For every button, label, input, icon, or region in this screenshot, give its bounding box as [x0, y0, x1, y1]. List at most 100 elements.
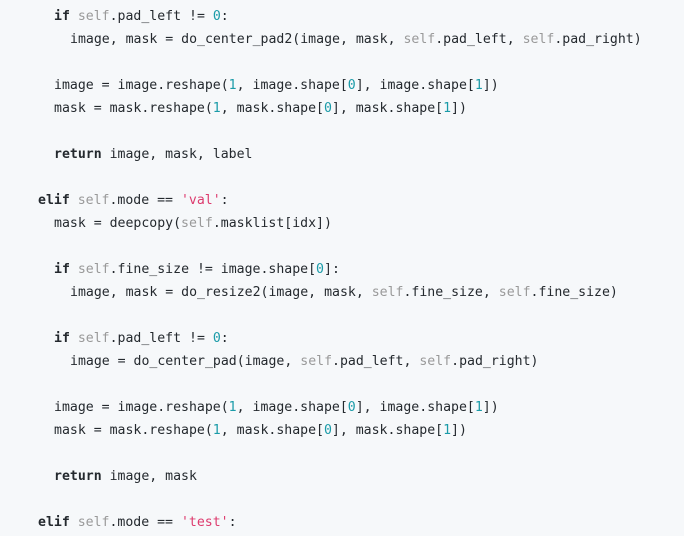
- code-number: 0: [323, 101, 332, 116]
- code-line: image = do_center_pad(image, self.pad_le…: [0, 350, 642, 373]
- code-text: ]:: [324, 262, 340, 277]
- code-number: 0: [316, 262, 324, 277]
- code-self: self: [300, 354, 333, 369]
- code-text: ]): [482, 400, 499, 415]
- code-text: , image.shape[: [236, 400, 348, 415]
- code-number: 1: [474, 400, 483, 415]
- code-line: return image, mask, label: [0, 143, 642, 166]
- code-text: , mask.shape[: [220, 101, 324, 116]
- code-text: .pad_right): [554, 32, 642, 47]
- code-line: [0, 166, 642, 189]
- code-number: 0: [347, 400, 356, 415]
- code-text: mask = mask.reshape(: [54, 101, 213, 116]
- code-text: .pad_left,: [435, 32, 523, 47]
- code-text: .fine_size,: [403, 285, 499, 300]
- code-number: 1: [474, 78, 483, 93]
- code-keyword: return: [54, 469, 102, 484]
- code-text: :: [220, 331, 229, 346]
- code-keyword: elif: [38, 193, 70, 208]
- code-self: self: [77, 262, 110, 277]
- code-line: image = image.reshape(1, image.shape[0],…: [0, 396, 642, 419]
- code-line: mask = mask.reshape(1, mask.shape[0], ma…: [0, 419, 642, 442]
- code-self: self: [181, 216, 213, 231]
- code-number: 1: [212, 101, 221, 116]
- code-text: , image.shape[: [236, 78, 348, 93]
- code-line: [0, 120, 642, 143]
- code-number: 0: [347, 78, 356, 93]
- code-text: .mode ==: [109, 193, 181, 208]
- code-block[interactable]: if self.pad_left != 0:image, mask = do_c…: [0, 5, 642, 534]
- code-self: self: [522, 32, 555, 47]
- code-line: if self.pad_left != 0:: [0, 327, 642, 350]
- code-line: [0, 235, 642, 258]
- code-self: self: [77, 193, 110, 208]
- code-text: [70, 193, 78, 208]
- code-self: self: [77, 9, 110, 24]
- code-text: [70, 262, 78, 277]
- code-number: 0: [323, 423, 332, 438]
- code-line: return image, mask: [0, 465, 642, 488]
- code-text: .fine_size != image.shape[: [109, 262, 317, 277]
- code-keyword: if: [54, 9, 70, 24]
- code-line: image = image.reshape( 1 , image.shape[0],…: [0, 74, 642, 97]
- code-line: [0, 442, 642, 465]
- code-line: [0, 488, 642, 511]
- code-text: image, mask, label: [101, 147, 253, 162]
- code-text: .pad_right): [451, 354, 539, 369]
- code-string: 'test': [180, 515, 229, 530]
- code-text: .mode ==: [109, 515, 181, 530]
- code-self: self: [419, 354, 452, 369]
- code-number: 1: [443, 101, 452, 116]
- code-line: image, mask = do_resize2(image, mask, se…: [0, 281, 642, 304]
- code-text: ]): [451, 101, 467, 116]
- code-text: .pad_left !=: [109, 331, 213, 346]
- code-text: :: [228, 515, 237, 530]
- code-number: 0: [212, 9, 221, 24]
- code-text: , mask.shape[: [220, 423, 324, 438]
- code-text: [70, 515, 78, 530]
- code-line: [0, 304, 642, 327]
- code-number: 0: [212, 331, 221, 346]
- code-text: image = do_center_pad(image,: [70, 354, 301, 369]
- code-line: elif self.mode == 'val':: [0, 189, 642, 212]
- code-text: image = image.reshape(: [54, 78, 229, 93]
- code-text: ], mask.shape[: [331, 101, 444, 116]
- code-text: mask = deepcopy(: [54, 216, 182, 231]
- code-text: .masklist[idx]): [212, 216, 332, 231]
- code-text: :: [220, 9, 229, 24]
- code-line: mask = mask.reshape(1, mask.shape[0], ma…: [0, 97, 642, 120]
- code-text: ], image.shape[: [355, 78, 475, 93]
- code-text: .fine_size): [530, 285, 618, 300]
- code-text: :: [220, 193, 229, 208]
- code-line: image, mask = do_center_pad2(image, mask…: [0, 28, 642, 51]
- code-line: if self.pad_left != 0:: [0, 5, 642, 28]
- code-self: self: [498, 285, 531, 300]
- code-keyword: if: [54, 331, 70, 346]
- code-keyword: if: [54, 262, 70, 277]
- code-text: ], image.shape[: [355, 400, 475, 415]
- code-text: image = image.reshape(: [54, 400, 229, 415]
- code-line: mask = deepcopy(self.masklist[idx]): [0, 212, 642, 235]
- code-text: image, mask = do_center_pad2(image, mask…: [70, 32, 404, 47]
- code-text: [70, 9, 78, 24]
- code-text: .pad_left,: [332, 354, 420, 369]
- code-text: .pad_left !=: [109, 9, 213, 24]
- code-keyword: elif: [38, 515, 70, 530]
- code-string: 'val': [180, 193, 221, 208]
- code-number: 1: [228, 400, 237, 415]
- code-text: ], mask.shape[: [331, 423, 444, 438]
- code-line: [0, 51, 642, 74]
- code-text: mask = mask.reshape(: [54, 423, 213, 438]
- code-number: 1: [443, 423, 452, 438]
- code-line: elif self.mode == 'test':: [0, 511, 642, 534]
- code-self: self: [77, 331, 110, 346]
- code-text: image, mask = do_resize2(image, mask,: [70, 285, 372, 300]
- code-line: [0, 373, 642, 396]
- code-keyword: return: [54, 147, 102, 162]
- code-text: ]): [482, 78, 499, 93]
- code-self: self: [77, 515, 110, 530]
- code-self: self: [371, 285, 404, 300]
- code-text: image, mask: [101, 469, 197, 484]
- code-number: 1: [212, 423, 221, 438]
